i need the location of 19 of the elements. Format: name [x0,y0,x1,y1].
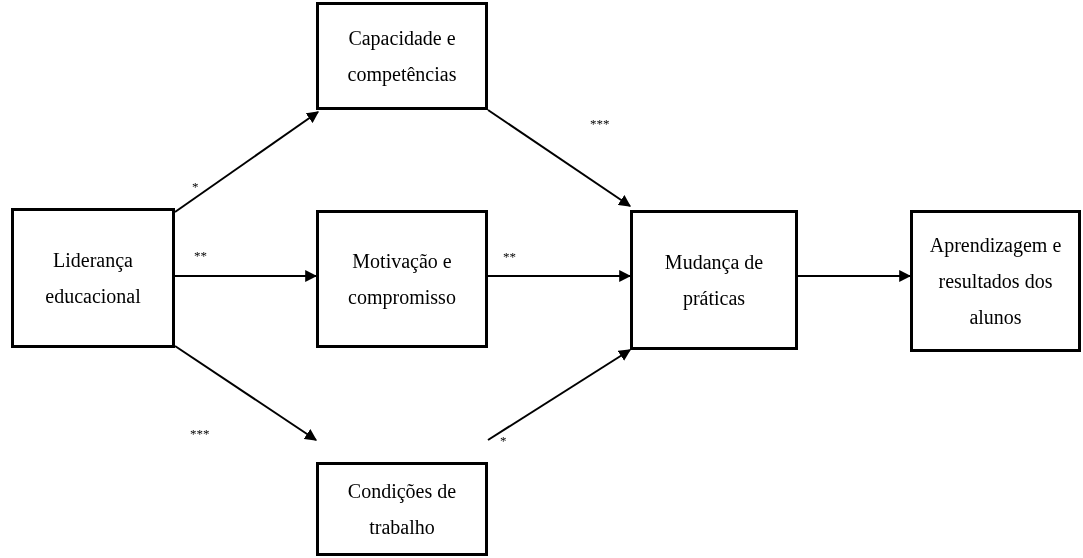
arrow [487,349,631,441]
arrow [174,111,319,213]
process-box [316,2,488,110]
node-label: Liderança educacional [44,248,142,309]
node-label: Motivação e compromisso [347,249,457,311]
arrow [174,270,318,282]
arrow [174,345,317,441]
process-box [630,210,798,350]
arrow [487,270,632,282]
node-label: Mudança de práticas [663,250,765,312]
process-box [316,462,488,556]
process-box [316,210,488,348]
arrow [797,270,912,282]
node-label: Aprendizagem e resultados dos alunos [928,233,1063,330]
process-box [910,210,1081,352]
node-label: Capacidade e competências [346,26,458,88]
node-label: Condições de trabalho [346,479,458,540]
process-box [11,208,175,348]
arrow [487,109,631,207]
